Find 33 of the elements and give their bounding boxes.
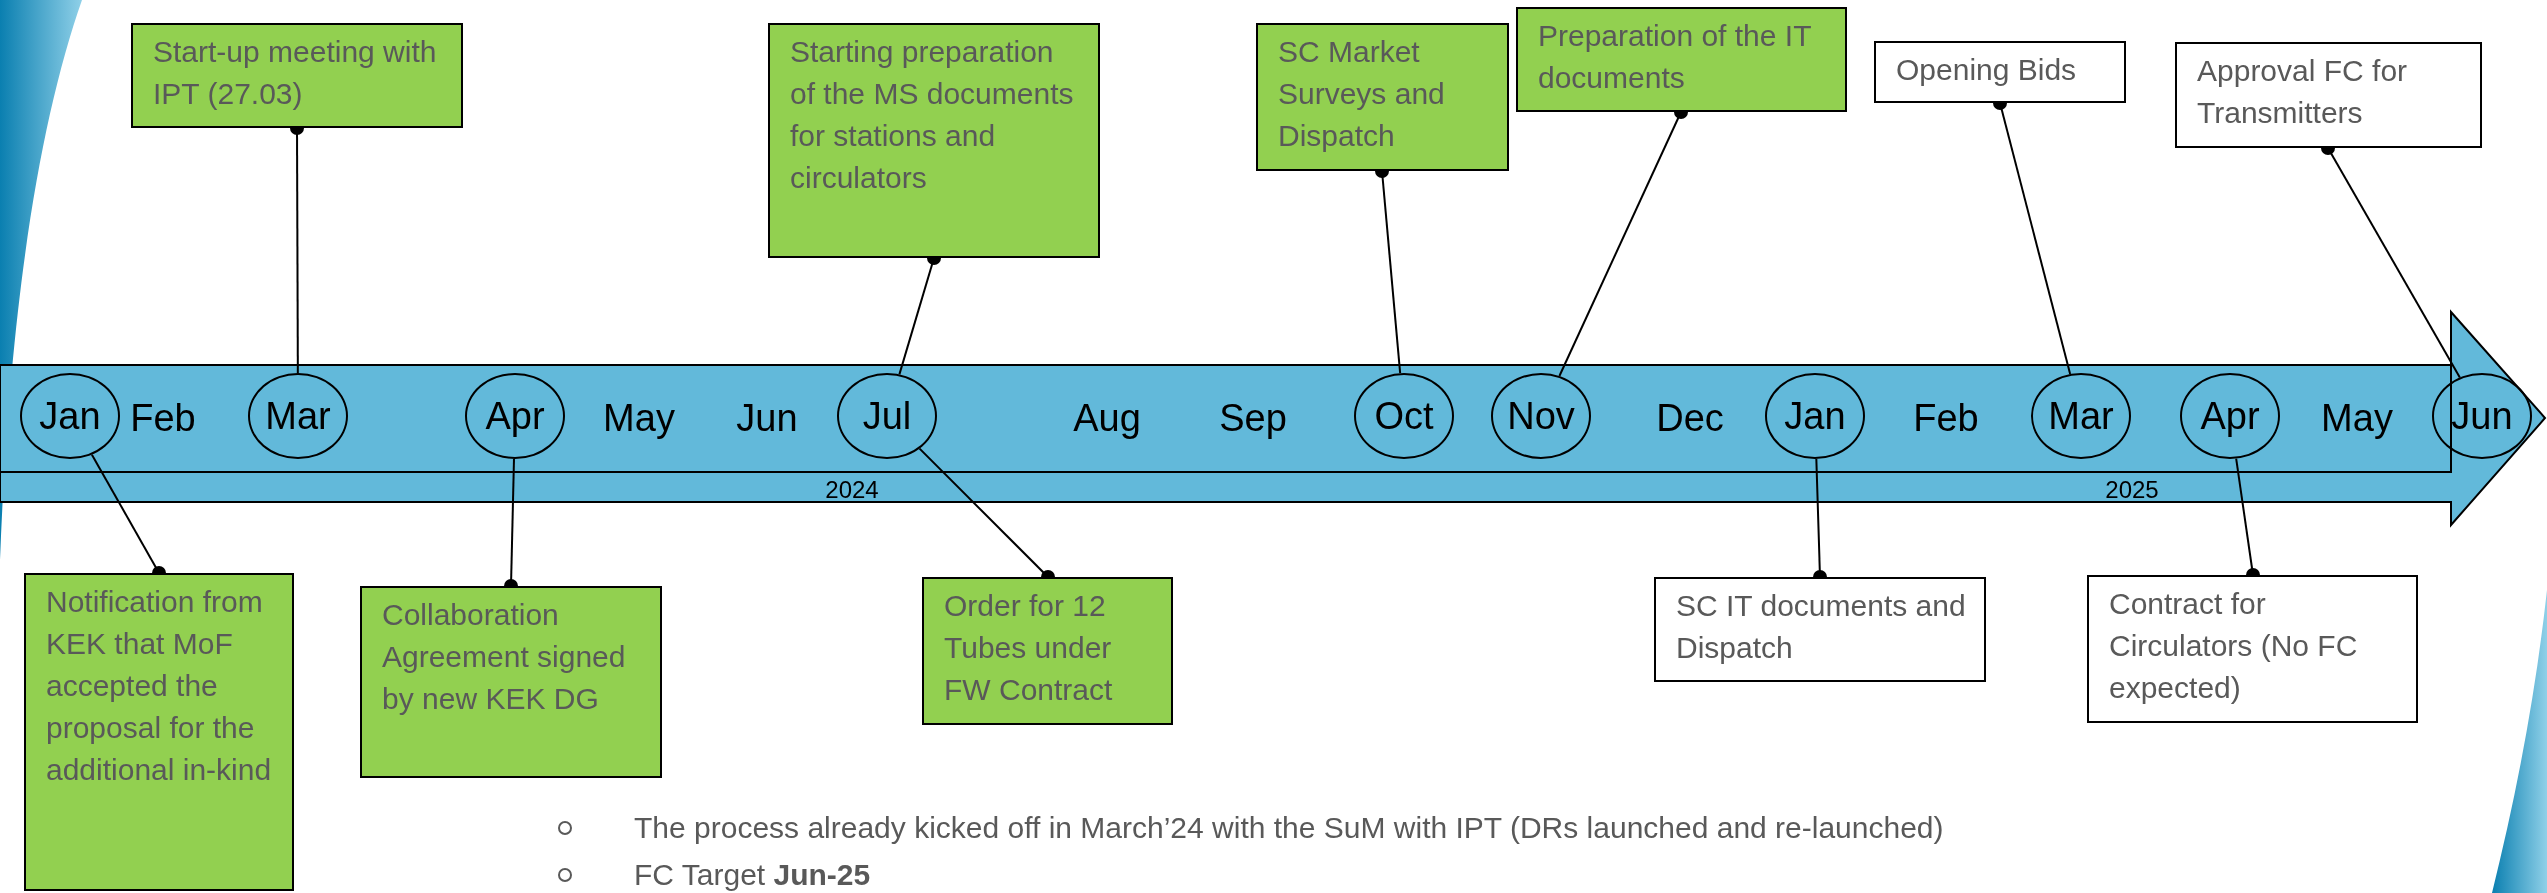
month-label: Feb bbox=[1913, 396, 1979, 440]
month-label: May bbox=[2321, 396, 2393, 440]
month-circle: Apr bbox=[2180, 373, 2280, 459]
year-label: 2025 bbox=[2105, 476, 2159, 504]
month-circle: Jun bbox=[2432, 373, 2532, 459]
month-label: Sep bbox=[1219, 396, 1287, 440]
milestone-box: Notification from KEK that MoF accepted the proposal for the additional in-kind bbox=[24, 573, 294, 891]
year-label: 2024 bbox=[825, 476, 879, 504]
milestone-box: SC IT documents and Dispatch bbox=[1654, 577, 1986, 682]
milestone-box: Order for 12 Tubes under FW Contract bbox=[922, 577, 1173, 725]
milestone-box: Preparation of the IT documents bbox=[1516, 7, 1847, 112]
month-label: Feb bbox=[130, 396, 196, 440]
month-label: Jun bbox=[736, 396, 798, 440]
milestone-box: Approval FC for Transmitters bbox=[2175, 42, 2482, 148]
month-circle: Apr bbox=[465, 373, 565, 459]
month-label: Dec bbox=[1656, 396, 1724, 440]
month-label: May bbox=[603, 396, 675, 440]
milestone-box: Contract for Circulators (No FC expected) bbox=[2087, 575, 2418, 723]
month-circle: Mar bbox=[248, 373, 348, 459]
milestone-box: Start-up meeting with IPT (27.03) bbox=[131, 23, 463, 128]
month-circle: Jul bbox=[837, 373, 937, 459]
bullet-text: FC Target Jun-25 bbox=[634, 857, 871, 893]
month-circle: Jan bbox=[20, 373, 120, 459]
milestone-box: SC Market Surveys and Dispatch bbox=[1256, 23, 1509, 171]
month-circle: Jan bbox=[1765, 373, 1865, 459]
month-circle: Oct bbox=[1354, 373, 1454, 459]
milestone-box: Opening Bids bbox=[1874, 41, 2126, 103]
month-circle: Mar bbox=[2031, 373, 2131, 459]
bullet-text: The process already kicked off in March’24 with the SuM with IPT (DRs launched and re-launched) bbox=[634, 810, 1944, 846]
month-circle: Nov bbox=[1491, 373, 1591, 459]
milestone-box: Starting preparation of the MS documents for stations and circulators bbox=[768, 23, 1100, 258]
month-label: Aug bbox=[1073, 396, 1141, 440]
milestone-box: Collaboration Agreement signed by new KEK DG bbox=[360, 586, 662, 778]
